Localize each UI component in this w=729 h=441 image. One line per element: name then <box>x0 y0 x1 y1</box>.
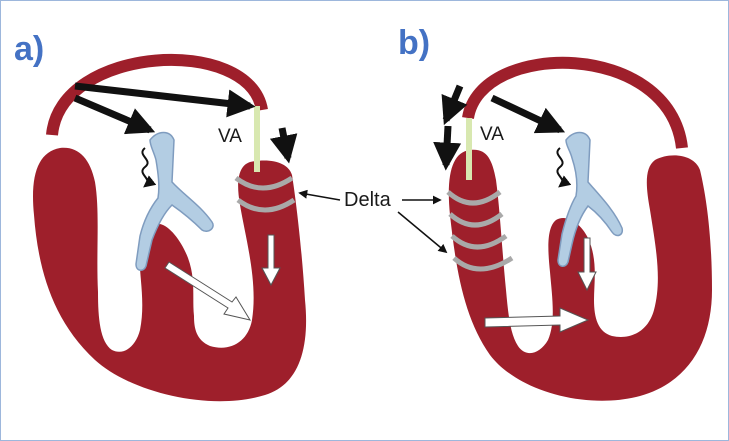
black-arrow <box>75 86 250 106</box>
black-arrow <box>398 212 446 252</box>
accessory-pathway-a <box>254 106 260 172</box>
squiggle-conduction-icon <box>557 148 562 186</box>
black-arrow <box>282 128 288 158</box>
delta-callout: Delta <box>300 189 446 252</box>
accessory-pathway-b <box>466 118 472 180</box>
delta-label: Delta <box>344 189 392 211</box>
va-label-a: VA <box>218 126 242 147</box>
panel-a-label: a) <box>14 30 44 68</box>
panel-b: b) VA <box>398 24 712 401</box>
va-label-b: VA <box>480 124 504 145</box>
panel-a: a) VA <box>14 30 306 401</box>
panel-b-label: b) <box>398 24 430 62</box>
black-arrow <box>75 98 150 130</box>
squiggle-conduction-icon <box>142 148 147 186</box>
black-arrow <box>446 126 448 165</box>
black-arrow <box>446 86 460 120</box>
black-arrow <box>300 193 340 200</box>
